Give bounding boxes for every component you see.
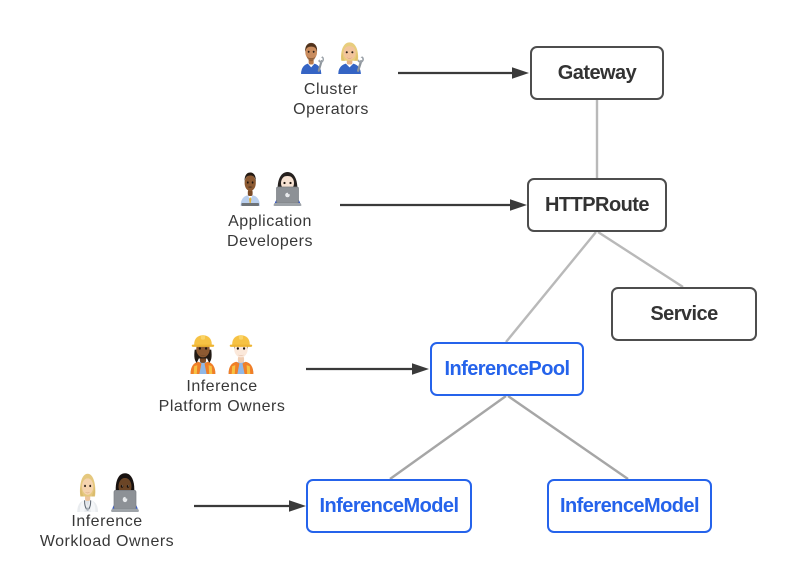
inferencepool-node: InferencePool: [430, 342, 584, 396]
application-developers-icons: [239, 170, 303, 206]
connector-httproute-service: [597, 230, 684, 289]
cluster-operators-label-line1: Cluster: [303, 81, 359, 98]
woman-mechanic-icon: [338, 42, 364, 74]
arrow-cluster-operators-gateway: [398, 67, 529, 79]
inference-platform-owners-icons: [189, 333, 258, 374]
inferencemodel-node-right-label: InferenceModel: [560, 494, 700, 517]
connector-inferencepool-inferencemodel-1: [389, 395, 507, 480]
connector-inferencepool-inferencemodel-2: [507, 395, 629, 480]
application-developers-label-line2: Developers: [227, 233, 313, 251]
cluster-operators-label: Cluster Operators: [293, 80, 369, 121]
cluster-operators-label-line2: Operators: [293, 101, 369, 119]
inference-workload-owners-icons: [76, 471, 141, 512]
application-developers-label: Application Developers: [227, 212, 313, 253]
inference-platform-owners-label: Inference Platform Owners: [159, 377, 286, 418]
gateway-node: Gateway: [530, 46, 664, 100]
inference-platform-owners-label-line2: Platform Owners: [158, 398, 286, 416]
httproute-node: HTTPRoute: [527, 178, 667, 232]
inferencemodel-node-left-label: InferenceModel: [319, 494, 460, 517]
arrow-application-developers-httproute: [340, 199, 527, 211]
inference-workload-owners-label-line1: Inference: [71, 513, 143, 530]
service-node-label: Service: [650, 302, 718, 325]
httproute-node-label: HTTPRoute: [545, 193, 649, 216]
man-construction-worker-icon: [228, 335, 254, 374]
gateway-node-label: Gateway: [557, 61, 637, 84]
inference-workload-owners-label: Inference Workload Owners: [40, 512, 174, 553]
woman-construction-worker-icon: [190, 335, 216, 374]
person-technologist-icon: [111, 473, 139, 512]
cluster-operators-icons: [300, 40, 365, 74]
inferencemodel-node-right: InferenceModel: [547, 479, 712, 533]
inference-platform-owners-label-line1: Inference: [186, 378, 258, 395]
woman-technologist-icon: [273, 172, 302, 206]
health-worker-icon: [77, 473, 99, 512]
application-developers-label-line1: Application: [228, 213, 312, 230]
inferencepool-node-label: InferencePool: [444, 357, 570, 380]
inference-workload-owners-label-line2: Workload Owners: [39, 533, 175, 551]
service-node: Service: [611, 287, 757, 341]
arrow-workload-owners-inferencemodel: [194, 500, 306, 512]
inferencemodel-node-left: InferenceModel: [306, 479, 472, 533]
connector-httproute-inferencepool: [505, 231, 597, 343]
arrow-platform-owners-inferencepool: [306, 363, 429, 375]
man-mechanic-icon: [301, 42, 324, 74]
man-technologist-icon: [240, 172, 260, 206]
